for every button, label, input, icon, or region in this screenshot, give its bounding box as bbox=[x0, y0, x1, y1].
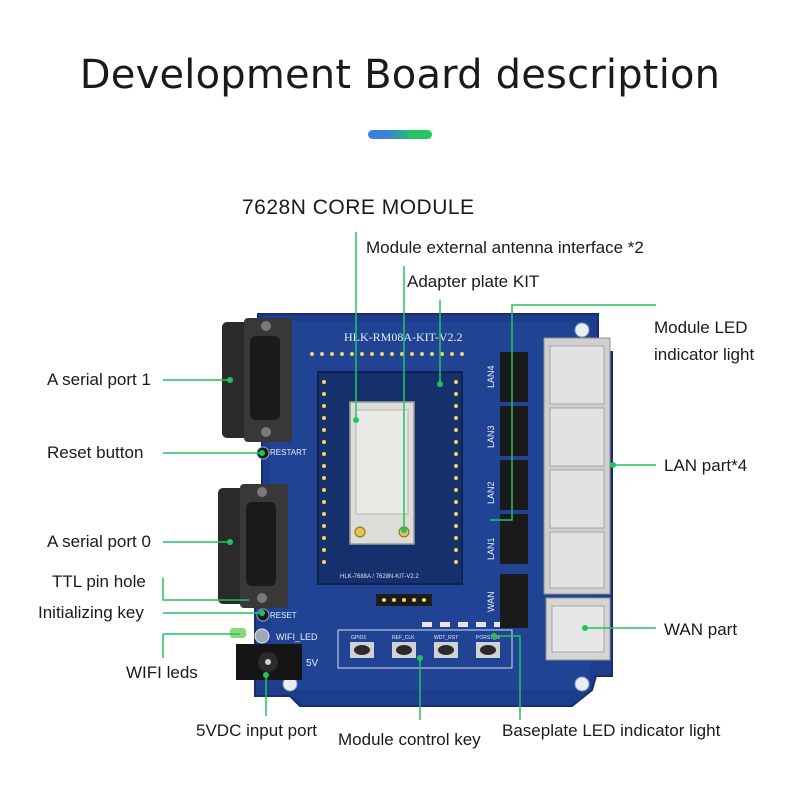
label-lan-part: LAN part*4 bbox=[664, 456, 748, 475]
serial-port-0 bbox=[218, 484, 288, 608]
label-antenna: Module external antenna interface *2 bbox=[366, 238, 644, 257]
label-adapter: Adapter plate KIT bbox=[407, 272, 540, 291]
label-wifi-leds: WIFI leds bbox=[126, 663, 198, 682]
power-silkscreen: 5V bbox=[306, 658, 319, 669]
label-serial-port-1: A serial port 1 bbox=[47, 370, 151, 389]
reset-silkscreen: RESET bbox=[270, 611, 297, 620]
wifi-led-silkscreen: WIFI_LED bbox=[276, 632, 318, 642]
serial-port-1 bbox=[222, 318, 292, 442]
button-label-1: GPIO1 bbox=[351, 635, 367, 641]
label-reset-button: Reset button bbox=[47, 443, 144, 462]
wifi-led bbox=[230, 628, 270, 644]
power-jack bbox=[236, 644, 302, 680]
title-divider bbox=[368, 130, 432, 139]
label-wan-part: WAN part bbox=[664, 620, 738, 639]
label-baseplate-led: Baseplate LED indicator light bbox=[502, 721, 721, 740]
module-control-buttons bbox=[337, 629, 513, 669]
wan-port bbox=[545, 597, 611, 661]
baseplate-leds bbox=[422, 622, 504, 627]
label-module-control-key: Module control key bbox=[338, 730, 481, 749]
lan3-silkscreen: LAN3 bbox=[486, 425, 496, 448]
restart-silkscreen: RESTART bbox=[270, 448, 307, 457]
lan4-silkscreen: LAN4 bbox=[486, 365, 496, 388]
mount-hole bbox=[574, 676, 590, 692]
label-initializing-key: Initializing key bbox=[38, 603, 144, 622]
adapter-label: HLK-7688A / 7628N-KIT-V2.2 bbox=[340, 574, 419, 580]
lan2-silkscreen: LAN2 bbox=[486, 481, 496, 504]
label-module-led-line1: Module LED bbox=[654, 318, 748, 337]
label-serial-port-0: A serial port 0 bbox=[47, 532, 151, 551]
wan-silkscreen: WAN bbox=[486, 591, 496, 612]
adapter-pins bbox=[322, 380, 458, 564]
page-title: Development Board description bbox=[79, 52, 721, 98]
label-core-module: 7628N CORE MODULE bbox=[242, 196, 475, 219]
label-5vdc-input: 5VDC input port bbox=[196, 721, 317, 740]
button-label-3: WDT_RST bbox=[434, 635, 458, 641]
button-label-4: PORST_N bbox=[476, 635, 500, 641]
lan-ports bbox=[543, 337, 611, 595]
ttl-header bbox=[376, 594, 432, 606]
lan1-silkscreen: LAN1 bbox=[486, 537, 496, 560]
lan-port-modules bbox=[500, 352, 528, 628]
mount-hole bbox=[574, 322, 590, 338]
label-ttl-pin-hole: TTL pin hole bbox=[52, 572, 146, 591]
header-pins-top bbox=[310, 352, 464, 356]
button-label-2: REF_CLK bbox=[392, 635, 415, 641]
label-module-led-line2: indicator light bbox=[654, 345, 755, 364]
